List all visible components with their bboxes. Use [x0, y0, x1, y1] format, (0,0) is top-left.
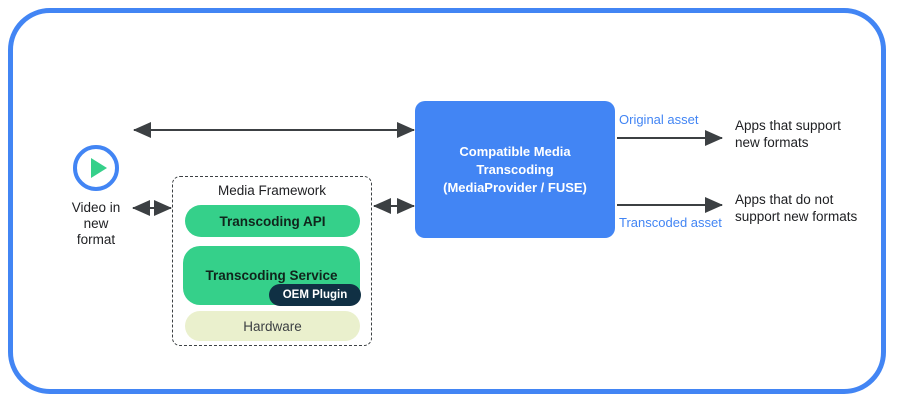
cmt-box-text: Compatible Media Transcoding (MediaProvi… [443, 143, 587, 197]
video-source-label-line2: new [83, 216, 109, 231]
play-circle-icon [71, 143, 121, 193]
video-source-label: Video in new format [58, 200, 134, 248]
video-source-label-line1: Video in [71, 200, 121, 215]
apps-support-label: Apps that support new formats [735, 117, 865, 151]
hardware-block[interactable]: Hardware [185, 311, 360, 341]
apps-no-support-line1: Apps that do not [735, 192, 834, 207]
original-asset-label: Original asset [619, 112, 699, 127]
compatible-media-transcoding-box[interactable]: Compatible Media Transcoding (MediaProvi… [415, 101, 615, 238]
media-framework-title: Media Framework [217, 183, 327, 198]
transcoding-api-block[interactable]: Transcoding API [185, 205, 360, 237]
video-source-label-line3: format [76, 232, 116, 247]
cmt-line3: (MediaProvider / FUSE) [443, 179, 587, 195]
video-source-group: Video in new format [58, 143, 134, 248]
apps-support-line2: new formats [735, 135, 809, 150]
oem-plugin-badge[interactable]: OEM Plugin [269, 284, 361, 306]
transcoded-asset-label: Transcoded asset [619, 215, 722, 230]
cmt-line1: Compatible Media [459, 143, 571, 159]
apps-support-line1: Apps that support [735, 118, 841, 133]
apps-no-support-label: Apps that do not support new formats [735, 191, 870, 225]
cmt-line2: Transcoding [476, 161, 554, 177]
apps-no-support-line2: support new formats [735, 209, 858, 224]
